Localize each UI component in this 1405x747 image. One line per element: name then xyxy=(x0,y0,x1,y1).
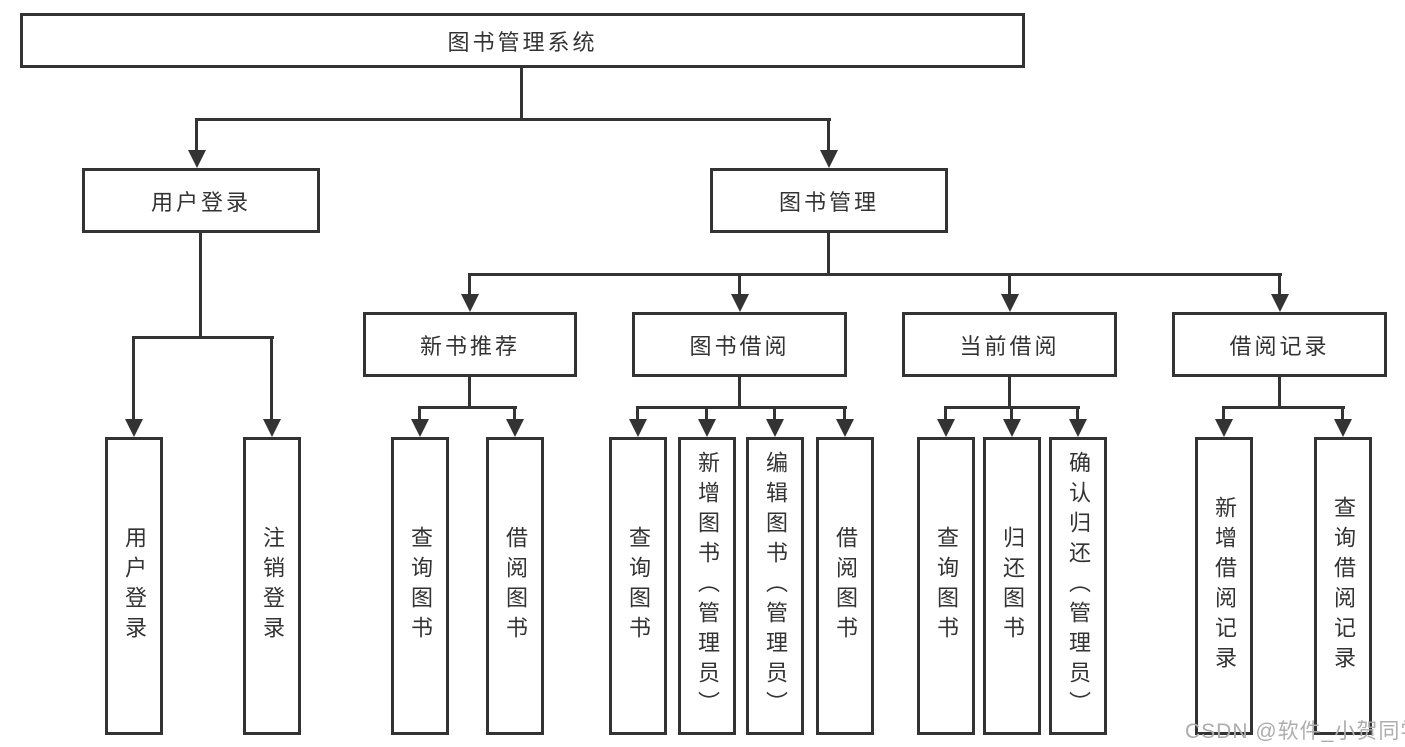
leaf-query-books-current-label: 查询图书 xyxy=(934,526,959,646)
arrow-down-icon xyxy=(270,336,273,419)
leaf-user-login: 用户登录 xyxy=(105,437,163,735)
connector-line xyxy=(1278,377,1281,406)
arrow-down-icon xyxy=(1076,406,1079,419)
leaf-logout: 注销登录 xyxy=(243,437,301,735)
leaf-add-borrow-record-label: 新增借阅记录 xyxy=(1212,496,1237,676)
csdn-watermark: CSDN @软件_小贺同学 xyxy=(1185,720,1405,743)
leaf-edit-books-admin: 编辑图书（管理员） xyxy=(746,437,804,735)
node-borrowing-records: 借阅记录 xyxy=(1172,312,1387,377)
connector-line xyxy=(1008,377,1011,406)
connector-line xyxy=(520,68,523,118)
arrow-down-icon xyxy=(1222,406,1225,419)
leaf-add-books-admin-label: 新增图书（管理员） xyxy=(695,451,720,721)
leaf-query-books-recommend: 查询图书 xyxy=(391,437,449,735)
arrow-down-icon xyxy=(513,406,516,419)
leaf-borrow-books-borrowing-label: 借阅图书 xyxy=(833,526,858,646)
leaf-logout-label: 注销登录 xyxy=(260,526,285,646)
node-borrowing-records-label: 借阅记录 xyxy=(1229,333,1330,359)
arrow-down-icon xyxy=(132,336,135,419)
leaf-query-borrow-record: 查询借阅记录 xyxy=(1314,437,1372,735)
leaf-add-books-admin: 新增图书（管理员） xyxy=(678,437,736,735)
connector-line xyxy=(1222,406,1345,409)
node-library-system: 图书管理系统 xyxy=(20,13,1025,68)
node-user-login-label: 用户登录 xyxy=(150,189,251,215)
leaf-query-borrow-record-label: 查询借阅记录 xyxy=(1331,496,1356,676)
leaf-add-borrow-record: 新增借阅记录 xyxy=(1195,437,1253,735)
leaf-borrow-books-borrowing: 借阅图书 xyxy=(816,437,874,735)
arrow-down-icon xyxy=(418,406,421,419)
arrow-down-icon xyxy=(1278,273,1281,294)
arrow-down-icon xyxy=(1010,406,1013,419)
leaf-return-books: 归还图书 xyxy=(983,437,1041,735)
node-book-management: 图书管理 xyxy=(710,168,948,233)
connector-line xyxy=(827,233,830,273)
leaf-query-books-recommend-label: 查询图书 xyxy=(408,526,433,646)
node-book-borrowing: 图书借阅 xyxy=(632,312,847,377)
connector-line xyxy=(132,336,274,339)
connector-line xyxy=(468,273,1282,276)
arrow-down-icon xyxy=(827,118,830,150)
arrow-down-icon xyxy=(195,118,198,150)
arrow-down-icon xyxy=(1008,273,1011,294)
arrow-down-icon xyxy=(636,406,639,419)
leaf-borrow-books-recommend: 借阅图书 xyxy=(486,437,544,735)
leaf-return-books-label: 归还图书 xyxy=(1000,526,1025,646)
arrow-down-icon xyxy=(1341,406,1344,419)
connector-line xyxy=(468,377,471,406)
node-new-book-recommend-label: 新书推荐 xyxy=(419,333,520,359)
node-library-system-label: 图书管理系统 xyxy=(447,29,598,55)
connector-line xyxy=(738,377,741,406)
node-book-borrowing-label: 图书借阅 xyxy=(689,333,790,359)
leaf-confirm-return-admin: 确认归还（管理员） xyxy=(1049,437,1107,735)
arrow-down-icon xyxy=(843,406,846,419)
node-new-book-recommend: 新书推荐 xyxy=(363,312,577,377)
connector-line xyxy=(418,406,517,409)
connector-line xyxy=(195,118,831,121)
arrow-down-icon xyxy=(705,406,708,419)
arrow-down-icon xyxy=(773,406,776,419)
leaf-edit-books-admin-label: 编辑图书（管理员） xyxy=(763,451,788,721)
leaf-user-login-label: 用户登录 xyxy=(122,526,147,646)
leaf-confirm-return-admin-label: 确认归还（管理员） xyxy=(1066,451,1091,721)
node-book-management-label: 图书管理 xyxy=(778,189,879,215)
node-user-login: 用户登录 xyxy=(82,168,320,233)
node-current-borrowing: 当前借阅 xyxy=(902,312,1117,377)
leaf-query-books-current: 查询图书 xyxy=(917,437,975,735)
leaf-query-books-borrowing: 查询图书 xyxy=(609,437,667,735)
arrow-down-icon xyxy=(738,273,741,294)
leaf-query-books-borrowing-label: 查询图书 xyxy=(626,526,651,646)
connector-line xyxy=(199,233,202,336)
node-current-borrowing-label: 当前借阅 xyxy=(959,333,1060,359)
connector-line xyxy=(636,406,847,409)
arrow-down-icon xyxy=(944,406,947,419)
arrow-down-icon xyxy=(468,273,471,294)
leaf-borrow-books-recommend-label: 借阅图书 xyxy=(503,526,528,646)
